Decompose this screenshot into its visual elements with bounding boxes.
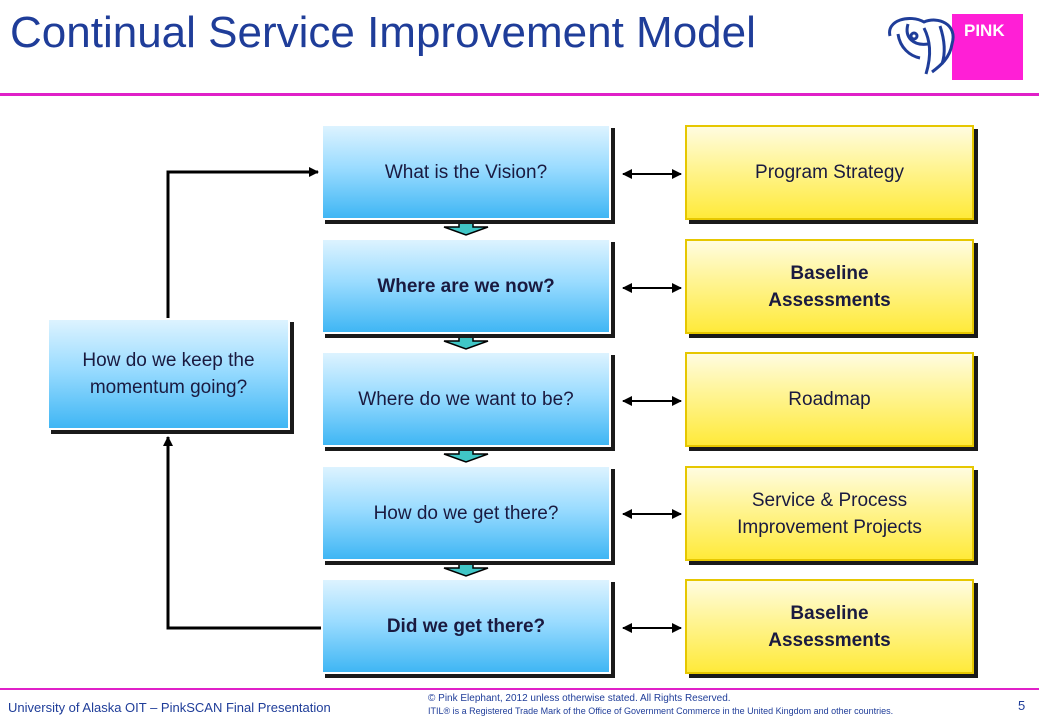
page-number: 5	[1018, 698, 1026, 713]
momentum-box: How do we keep the momentum going?	[47, 318, 290, 430]
page-title: Continual Service Improvement Model	[10, 8, 756, 57]
outcome-baseline-assessments-final: Baseline Assessments	[685, 579, 974, 674]
logo-text: PINK	[964, 21, 1005, 40]
step-connectors	[443, 219, 489, 577]
step-vision: What is the Vision?	[321, 124, 611, 220]
outcome-program-strategy: Program Strategy	[685, 125, 974, 220]
step-current-state: Where are we now?	[321, 238, 611, 334]
header-divider	[0, 93, 1039, 96]
footer-trademark: ITIL® is a Registered Trade Mark of the …	[428, 706, 894, 716]
footer-divider	[0, 688, 1039, 690]
outcome-improvement-projects: Service & Process Improvement Projects	[685, 466, 974, 561]
step-review: Did we get there?	[321, 578, 611, 674]
loop-return-line	[166, 167, 319, 318]
step-connector	[443, 560, 489, 577]
outcome-baseline-assessments: Baseline Assessments	[685, 239, 974, 334]
pink-elephant-logo: PINK	[888, 14, 1023, 80]
step-plan: How do we get there?	[321, 465, 611, 561]
step-connector	[443, 333, 489, 350]
step-connector	[443, 219, 489, 236]
double-arrows	[622, 169, 682, 633]
step-connector	[443, 446, 489, 463]
feedback-line	[163, 436, 321, 630]
footer-copyright: © Pink Elephant, 2012 unless otherwise s…	[428, 693, 731, 704]
footer-presentation-title: University of Alaska OIT – PinkSCAN Fina…	[8, 700, 331, 715]
outcome-roadmap: Roadmap	[685, 352, 974, 447]
step-target-state: Where do we want to be?	[321, 351, 611, 447]
